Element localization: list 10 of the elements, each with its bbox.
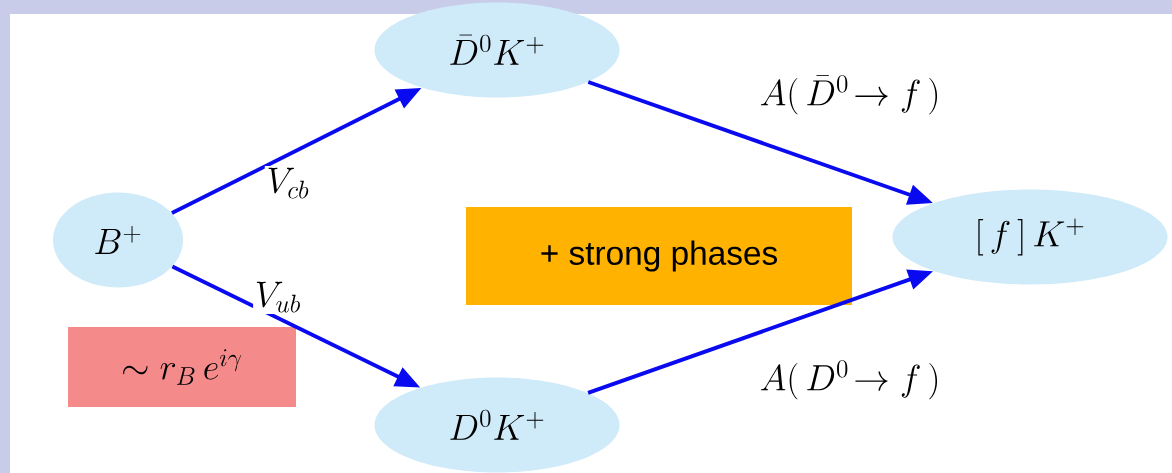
edge-label: $A(\,D^0\!\to f\,)$ (757, 358, 943, 402)
note-box: + strong phases (466, 207, 852, 305)
edge-label: $V_{cb}$ (264, 166, 312, 200)
ellipse-node: $B^+$ (53, 192, 183, 288)
edge-label: $V_{ub}$ (253, 280, 303, 314)
ellipse-node: $\bar{D}^0 K^+$ (374, 2, 620, 98)
edge-label: $A(\,\bar{D}^0\!\to f\,)$ (757, 73, 943, 117)
note-box: $\sim r_B\, e^{i\gamma}$ (68, 327, 296, 407)
ellipse-node: $D^0 K^+$ (374, 377, 620, 473)
ellipse-node: $[\,f\,]\,K^+$ (892, 189, 1168, 285)
